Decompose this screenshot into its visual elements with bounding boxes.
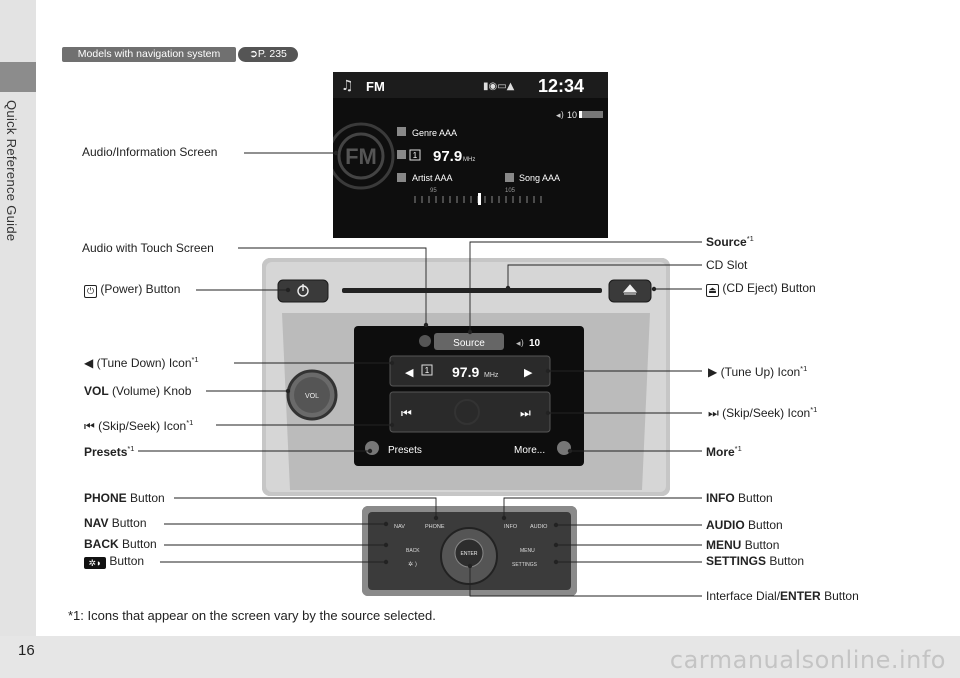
screen-volume-bar [579, 111, 603, 118]
page-ref-link[interactable]: ➲P. 235 [238, 47, 298, 62]
screen-artist: Artist AAA [412, 173, 453, 183]
callout-interface-dial: Interface Dial/ENTER Button [706, 589, 859, 603]
screen-genre-icon [397, 127, 406, 136]
day-night-icon: ✲◗ [84, 557, 106, 569]
screen-scale-high: 105 [505, 188, 516, 194]
audio-information-screen: ♫ FM ▮◉▭▲ 12:34 ◂) 10 FM Genre AAA 1 97.… [327, 72, 608, 238]
screen-tuning-marker [478, 193, 481, 205]
cd-eject-icon [622, 284, 638, 295]
callout-settings-button: SETTINGS Button [706, 554, 805, 568]
page-ref-arrow-icon: ➲ [249, 48, 258, 60]
touch-audio-icon [419, 335, 431, 347]
screen-volume: 10 [567, 110, 577, 120]
console-settings: SETTINGS [512, 562, 538, 568]
console-nav: NAV [394, 524, 405, 530]
callout-presets: Presets*1 [84, 444, 135, 459]
callout-audio-touch-screen: Audio with Touch Screen [82, 241, 214, 255]
screen-genre: Genre AAA [412, 128, 457, 138]
page-ref-text: P. 235 [257, 48, 287, 60]
skip-forward-icon: ⏭ [708, 406, 719, 420]
callout-cd-slot: CD Slot [706, 258, 748, 272]
screen-music-icon: ♫ [341, 78, 354, 94]
screen-station-icon [397, 150, 406, 159]
cd-slot [342, 288, 602, 293]
screen-unit: MHz [463, 157, 475, 163]
console-info: INFO [504, 524, 518, 530]
callout-audio-button: AUDIO Button [706, 518, 783, 532]
callout-power-button: ⏻ (Power) Button [84, 282, 180, 298]
page-footer [0, 636, 960, 678]
console-enter: ENTER [461, 551, 478, 557]
watermark: carmanualsonline.info [669, 646, 946, 674]
console-back: BACK [406, 548, 420, 554]
screen-song-icon [505, 173, 514, 182]
touch-more-label: More... [514, 445, 545, 456]
touch-source-button [434, 333, 504, 350]
footnote: *1: Icons that appear on the screen vary… [68, 608, 436, 623]
screen-artist-icon [397, 173, 406, 182]
sidebar-section-title: Quick Reference Guide [4, 100, 19, 242]
touch-preset: 1 [425, 366, 430, 375]
callout-skip-seek-right: ⏭ (Skip/Seek) Icon*1 [708, 405, 818, 420]
touch-antenna-icon [454, 399, 480, 425]
callout-menu-button: MENU Button [706, 538, 780, 552]
callout-day-night-button: ✲◗ Button [84, 554, 144, 569]
callout-volume-knob: VOL (Volume) Knob [84, 384, 192, 398]
screen-clock: 12:34 [538, 76, 584, 96]
console-audio: AUDIO [530, 524, 548, 530]
screen-source: FM [366, 79, 385, 94]
audio-head-unit: Source ◂) 10 ◀ 1 97.9 MHz ▶ ⏮ ⏭ Presets … [262, 258, 670, 496]
tune-down-icon: ◀ [84, 356, 94, 370]
callout-source: Source*1 [706, 234, 754, 249]
volume-knob-label: VOL [305, 393, 319, 400]
touch-unit: MHz [484, 372, 499, 379]
models-badge: Models with navigation system [62, 47, 236, 62]
console-menu: MENU [520, 548, 535, 554]
callout-back-button: BACK Button [84, 537, 157, 551]
touch-source-label: Source [453, 338, 485, 349]
touch-more-button [557, 441, 571, 455]
touch-presets-label: Presets [388, 445, 422, 456]
touch-volume: 10 [529, 338, 541, 349]
screen-frequency: 97.9 [433, 148, 462, 165]
callout-audio-info-screen: Audio/Information Screen [82, 145, 218, 159]
callout-skip-seek-left: ⏮ (Skip/Seek) Icon*1 [84, 418, 194, 433]
callout-tune-down: ◀ (Tune Down) Icon*1 [84, 355, 199, 370]
touch-seek-back-icon: ⏮ [401, 406, 412, 420]
power-icon: ⏻ [84, 285, 97, 298]
console-day-night-icon: ✲ ⟩ [408, 561, 417, 568]
page-number: 16 [18, 642, 35, 659]
touch-frequency: 97.9 [452, 364, 479, 380]
screen-tuning-scale [414, 196, 542, 203]
touch-tune-down-icon: ◀ [405, 366, 414, 379]
callout-more: More*1 [706, 444, 742, 459]
console-phone: PHONE [425, 524, 445, 530]
callout-phone-button: PHONE Button [84, 491, 165, 505]
screen-status-icons: ▮◉▭▲ [483, 81, 515, 92]
tune-up-icon: ▶ [708, 365, 718, 379]
callout-cd-eject: ⏏ (CD Eject) Button [706, 281, 816, 297]
sidebar: Quick Reference Guide [0, 0, 36, 636]
screen-preset: 1 [413, 151, 418, 160]
callout-info-button: INFO Button [706, 491, 773, 505]
screen-scale-low: 95 [430, 188, 437, 194]
skip-back-icon: ⏮ [84, 419, 95, 433]
sidebar-active-tab [0, 62, 36, 92]
screen-song: Song AAA [519, 173, 560, 183]
touch-seek-forward-icon: ⏭ [520, 406, 531, 420]
control-console: NAV PHONE INFO AUDIO BACK MENU ✲ ⟩ SETTI… [362, 506, 577, 596]
callout-tune-up: ▶ (Tune Up) Icon*1 [708, 364, 808, 379]
screen-fm-logo: FM [345, 144, 377, 169]
touch-volume-icon: ◂) [516, 339, 524, 349]
touch-tune-up-icon: ▶ [524, 366, 533, 379]
callout-nav-button: NAV Button [84, 516, 147, 530]
screen-volume-icon: ◂) [556, 111, 564, 121]
cd-eject-icon: ⏏ [706, 284, 719, 297]
